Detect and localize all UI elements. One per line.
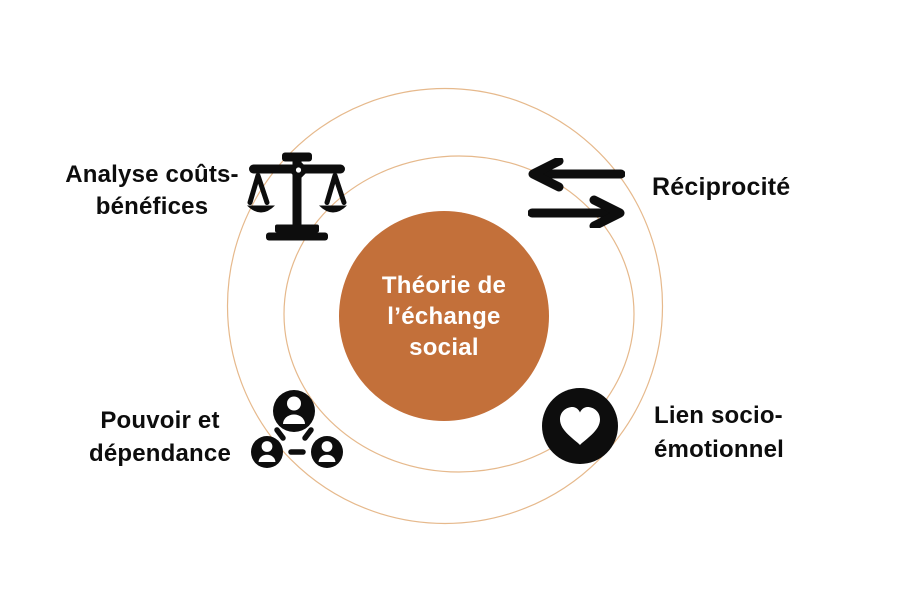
inner-ring bbox=[283, 155, 635, 473]
heart-icon bbox=[542, 388, 618, 464]
label-reciprocity: Réciprocité bbox=[652, 173, 791, 201]
person-icon bbox=[311, 436, 343, 468]
central-node: Théorie de l’échange social bbox=[339, 211, 549, 421]
central-node-label: Théorie de l’échange social bbox=[381, 271, 507, 361]
exchange-arrows-icon bbox=[528, 158, 625, 228]
label-cost-benefit-analysis: Analyse coûts- bénéfices bbox=[65, 161, 239, 220]
people-network-icon bbox=[250, 386, 344, 470]
outer-ring bbox=[226, 87, 664, 525]
balance-scale-icon bbox=[247, 151, 347, 241]
person-icon bbox=[273, 390, 315, 432]
label-power-dependence: Pouvoir et dépendance bbox=[88, 407, 232, 467]
person-icon bbox=[251, 436, 283, 468]
label-socio-emotional-bond: Lien socio- émotionnel bbox=[654, 402, 785, 463]
